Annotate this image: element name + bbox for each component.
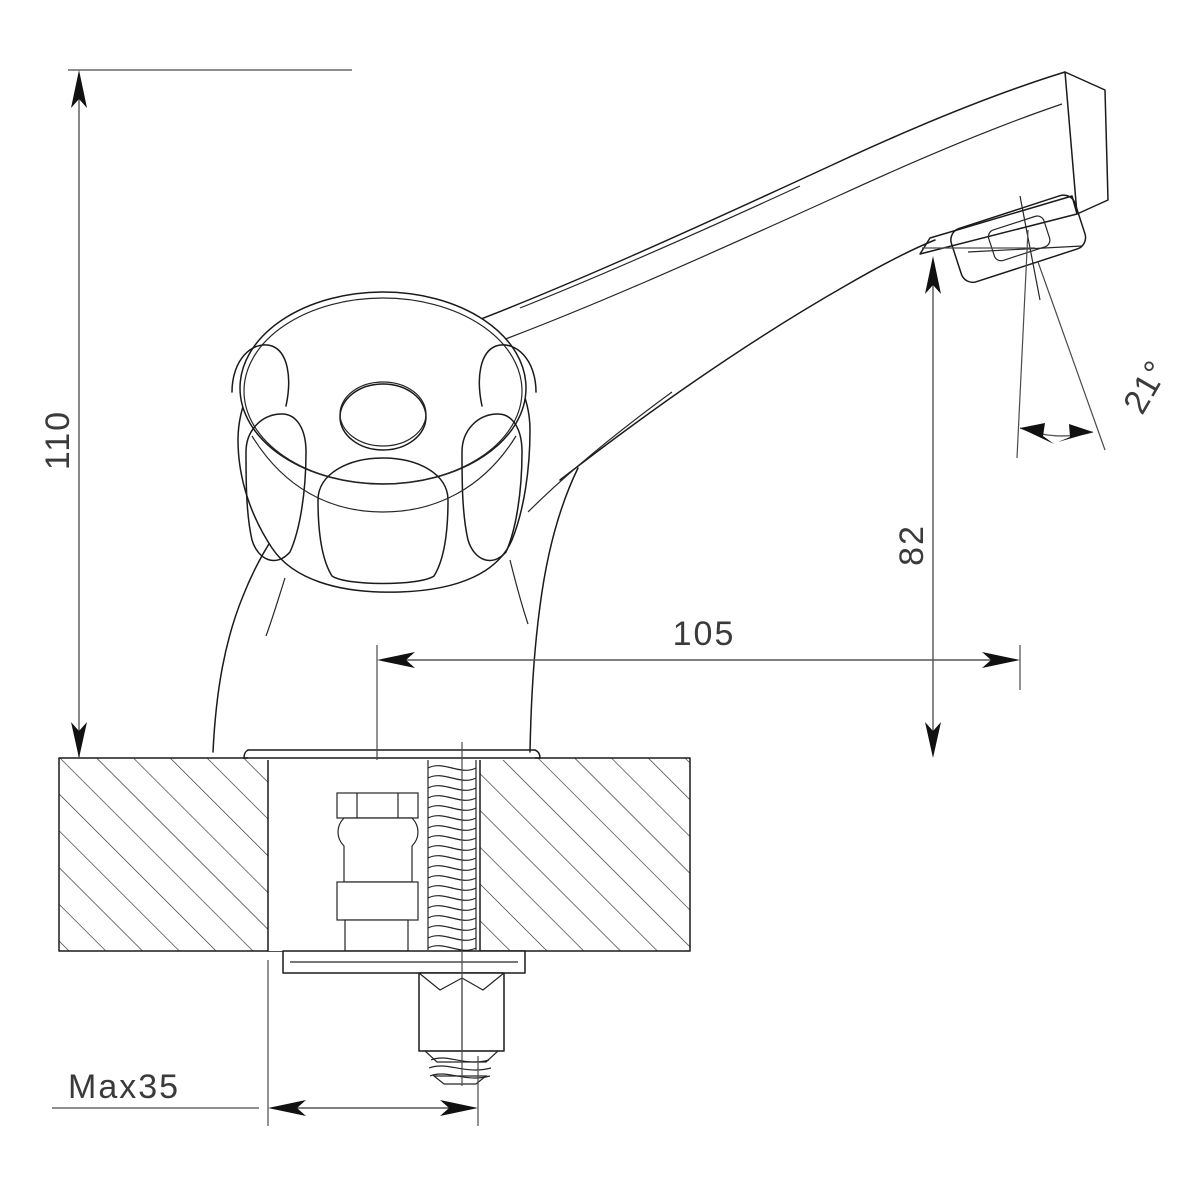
tail-thread-end <box>428 1057 492 1085</box>
angle-arrow-left <box>1020 423 1054 444</box>
star-lobed-handle-knob <box>231 291 537 637</box>
threaded-shank <box>427 760 477 951</box>
angle-arrow-right <box>1058 424 1093 442</box>
under-deck-plate <box>282 950 526 974</box>
dimension-arrow-left <box>377 652 415 668</box>
dimension-arrow-right <box>440 1100 478 1116</box>
dimension-label-21-degrees: 21° <box>1116 354 1176 420</box>
dimension-arrow-left <box>268 1100 306 1116</box>
dimension-82-spout-height: 82 <box>893 247 1035 758</box>
dimension-label-82: 82 <box>893 524 931 566</box>
dimension-105-spout-reach: 105 <box>376 615 1021 760</box>
inlet-coupling-stack <box>336 792 419 952</box>
spout-outlet-aerator <box>919 71 1109 301</box>
dimension-max35-deck-thickness: Max35 <box>52 960 479 1126</box>
curved-spout-arm <box>451 71 1066 513</box>
dimension-arrow-down <box>925 722 941 758</box>
dimension-21-degree-angle: 21° <box>1016 229 1176 459</box>
dimension-arrow-right <box>982 652 1020 668</box>
dimension-110-overall-height: 110 <box>39 69 352 758</box>
dimension-arrow-up <box>925 256 941 294</box>
dimension-label-max35: Max35 <box>68 1068 180 1106</box>
dimension-arrow-up <box>71 70 87 108</box>
dimension-label-105: 105 <box>673 615 736 653</box>
base-flange-washer <box>243 749 541 760</box>
dimension-arrow-down <box>71 722 87 758</box>
dimension-label-110: 110 <box>39 410 77 470</box>
